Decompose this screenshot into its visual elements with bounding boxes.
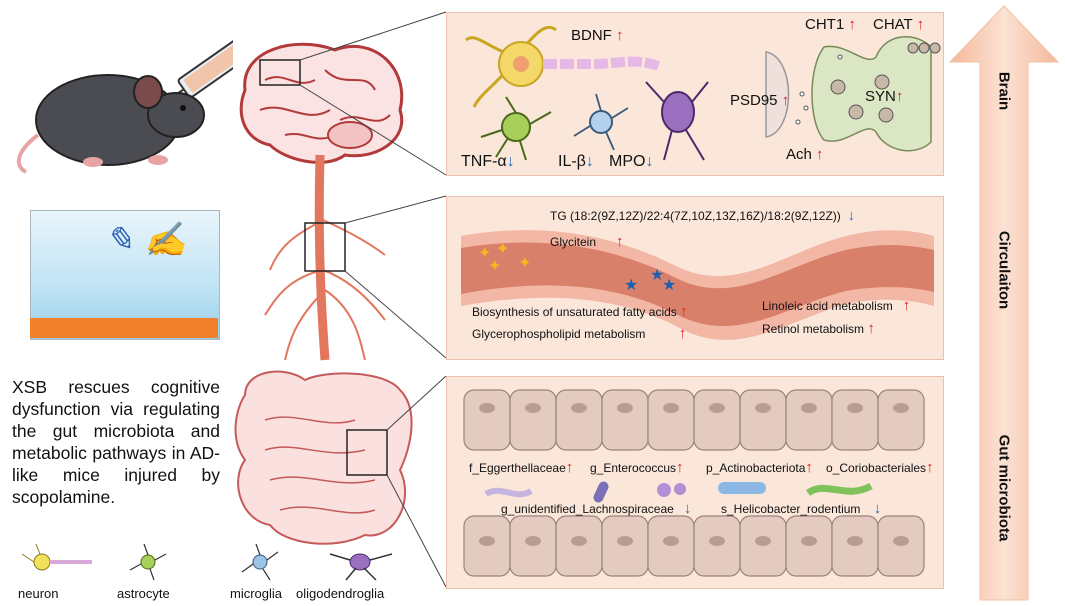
svg-text:✦: ✦: [488, 258, 501, 275]
level-brain: Brain: [995, 71, 1013, 111]
biosynthesis-label: Biosynthesis of unsaturated fatty acids …: [472, 303, 688, 320]
up-arrow-icon: ↑: [616, 233, 624, 250]
astrocyte-icon: [129, 543, 167, 581]
blood-vessel-illustration: ✦ ✦ ✦ ✦ ★ ★ ★: [461, 230, 934, 340]
up-arrow-icon: ↑: [816, 146, 824, 163]
svg-text:★: ★: [662, 277, 676, 294]
up-arrow-icon: ↑: [565, 459, 574, 476]
tg-label: TG (18:2(9Z,12Z)/22:4(7Z,10Z,13Z,16Z)/18…: [550, 207, 855, 224]
up-arrow-icon: ↑: [781, 92, 790, 109]
svg-text:✦: ✦: [496, 241, 509, 258]
star-icon-group-yellow: ✦ ✦ ✦ ✦: [478, 241, 531, 275]
cht1-label: CHT1 ↑: [805, 16, 856, 33]
svg-text:★: ★: [650, 267, 664, 284]
syn-label: SYN↑: [865, 88, 904, 105]
gut-zoom-box: [346, 429, 388, 476]
up-arrow-icon: ↑: [616, 27, 624, 44]
up-arrow-icon: ↑: [676, 459, 684, 476]
legend-microglia-label: microglia: [230, 586, 283, 601]
tnf-label: TNF-α↓: [461, 153, 515, 170]
il-label: IL-β↓: [558, 153, 594, 170]
up-arrow-icon: ↑: [895, 88, 904, 105]
brain-cells-illustration: [465, 25, 941, 161]
brain-gut-axis-illustration: [234, 42, 413, 545]
actinobacteriota-label: p_Actinobacteriota↑: [706, 459, 813, 476]
xsb-medicine-box: ✎ ✍: [30, 210, 220, 340]
linoleic-label: Linoleic acid metabolism ↑: [762, 297, 911, 314]
down-arrow-icon: ↓: [847, 207, 855, 224]
up-arrow-icon: ↑: [867, 320, 875, 337]
up-arrow-icon: ↑: [805, 459, 813, 476]
oligodendroglia-icon: [329, 553, 393, 581]
level-circulation: Circulaiton: [995, 230, 1013, 310]
mpo-label: MPO↓: [609, 153, 654, 170]
microglia-icon: [241, 543, 279, 581]
down-arrow-icon: ↓: [683, 500, 692, 517]
brain-zoom-box: [259, 59, 301, 86]
bacterium-icon: [718, 482, 766, 494]
up-arrow-icon: ↑: [926, 459, 934, 476]
svg-text:★: ★: [624, 277, 638, 294]
up-arrow-icon: ↑: [902, 297, 911, 314]
cell-legend-icons: [21, 543, 393, 581]
eggerthellaceae-label: f_Eggerthellaceae↑: [469, 459, 574, 476]
legend-neuron-label: neuron: [18, 586, 59, 601]
level-arrow: [948, 5, 1060, 601]
bacterium-icon: [593, 481, 609, 503]
legend-astrocyte-label: astrocyte: [117, 586, 170, 601]
lachnospiraceae-label: g_unidentified_Lachnospiraceae ↓: [501, 500, 692, 517]
retinol-label: Retinol metabolism ↑: [762, 320, 875, 337]
bdnf-label: BDNF ↑: [571, 27, 624, 44]
chat-label: CHAT ↑: [873, 16, 925, 33]
glycerophospholipid-label: Glycerophospholipid metabolism ↑: [472, 325, 687, 342]
up-arrow-icon: ↑: [848, 16, 856, 33]
bacterium-icon: [805, 482, 873, 497]
down-arrow-icon: ↓: [873, 500, 882, 517]
glycitein-label: Glycitein ↑: [550, 233, 624, 250]
bacterium-icon: [484, 487, 533, 498]
enterococcus-label: g_Enterococcus↑: [590, 459, 684, 476]
down-arrow-icon: ↓: [506, 153, 515, 170]
neuron-icon: [21, 543, 92, 571]
mouse-injection-illustration: [16, 23, 233, 174]
helicobacter-label: s_Helicobacter_rodentium ↓: [721, 500, 882, 517]
down-arrow-icon: ↓: [645, 153, 654, 170]
ach-label: Ach ↑: [786, 146, 824, 163]
intestinal-epithelium-illustration: [463, 389, 925, 577]
up-arrow-icon: ↑: [680, 303, 688, 320]
bacterium-icon: [674, 483, 686, 495]
legend-oligodendroglia-label: oligodendroglia: [296, 586, 385, 601]
svg-text:✦: ✦: [518, 255, 531, 272]
svg-text:✦: ✦: [478, 245, 491, 262]
bacterium-icon: [657, 483, 671, 497]
star-icon-group-blue: ★ ★ ★: [624, 267, 676, 294]
level-gut-microbiota: Gut microbiota: [995, 434, 1013, 542]
down-arrow-icon: ↓: [585, 153, 594, 170]
up-arrow-icon: ↑: [916, 16, 925, 33]
box-brand-glyphs: ✎ ✍: [105, 220, 187, 260]
vessel-zoom-box: [304, 222, 346, 272]
coriobacteriales-label: o_Coriobacteriales↑: [826, 459, 934, 476]
up-arrow-icon: ↑: [678, 325, 687, 342]
summary-text: XSB rescues cognitive dysfunction via re…: [12, 377, 220, 507]
psd95-label: PSD95 ↑: [730, 92, 790, 109]
